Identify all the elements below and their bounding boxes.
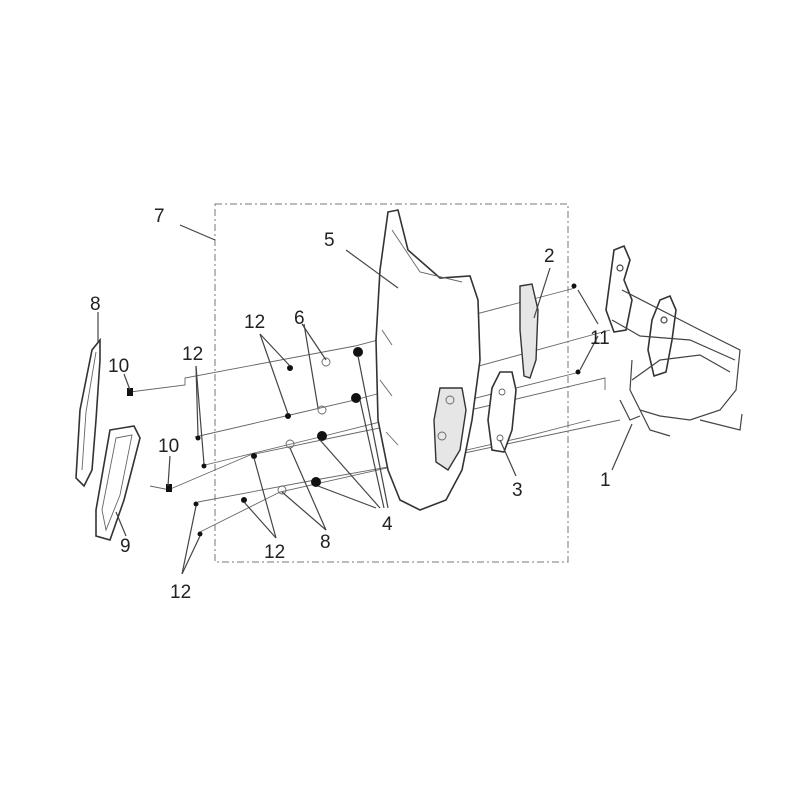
leader-lines bbox=[97, 224, 633, 575]
part-1-frame bbox=[605, 244, 743, 437]
callout-12-upper: 12 bbox=[244, 312, 265, 333]
callout-10-upper: 10 bbox=[108, 356, 129, 377]
callout-7: 7 bbox=[154, 206, 165, 227]
part-4-grommets bbox=[311, 347, 363, 487]
assembly-lines bbox=[129, 287, 621, 533]
part-3-bracket bbox=[487, 371, 517, 453]
callout-11: 11 bbox=[590, 328, 610, 349]
callout-4: 4 bbox=[382, 514, 393, 535]
callout-12-mid: 12 bbox=[182, 344, 203, 365]
part-2-panel bbox=[519, 283, 539, 379]
callout-8-lower: 8 bbox=[320, 532, 331, 553]
callout-12-bottom: 12 bbox=[170, 582, 191, 603]
subassembly-frame-7 bbox=[214, 203, 569, 563]
callout-12-lower: 12 bbox=[264, 542, 285, 563]
callout-10-lower: 10 bbox=[158, 436, 179, 457]
part-12-screws bbox=[193, 283, 581, 537]
part-inner-bracket bbox=[433, 387, 467, 471]
part-9-bezel bbox=[95, 425, 141, 541]
callout-8-upper: 8 bbox=[90, 294, 101, 315]
callout-1: 1 bbox=[600, 470, 611, 491]
callout-2: 2 bbox=[544, 246, 555, 267]
callout-labels: 7 5 2 8 12 6 11 12 10 10 1 3 4 8 9 12 12 bbox=[90, 206, 611, 603]
callout-3: 3 bbox=[512, 480, 523, 501]
callout-6: 6 bbox=[294, 308, 305, 329]
part-10-nuts bbox=[127, 388, 172, 492]
part-6-washers bbox=[277, 357, 331, 495]
callout-5: 5 bbox=[324, 230, 335, 251]
callout-9: 9 bbox=[120, 536, 131, 557]
part-8-trim-strip bbox=[75, 337, 101, 488]
part-5-windscreen bbox=[375, 209, 481, 511]
